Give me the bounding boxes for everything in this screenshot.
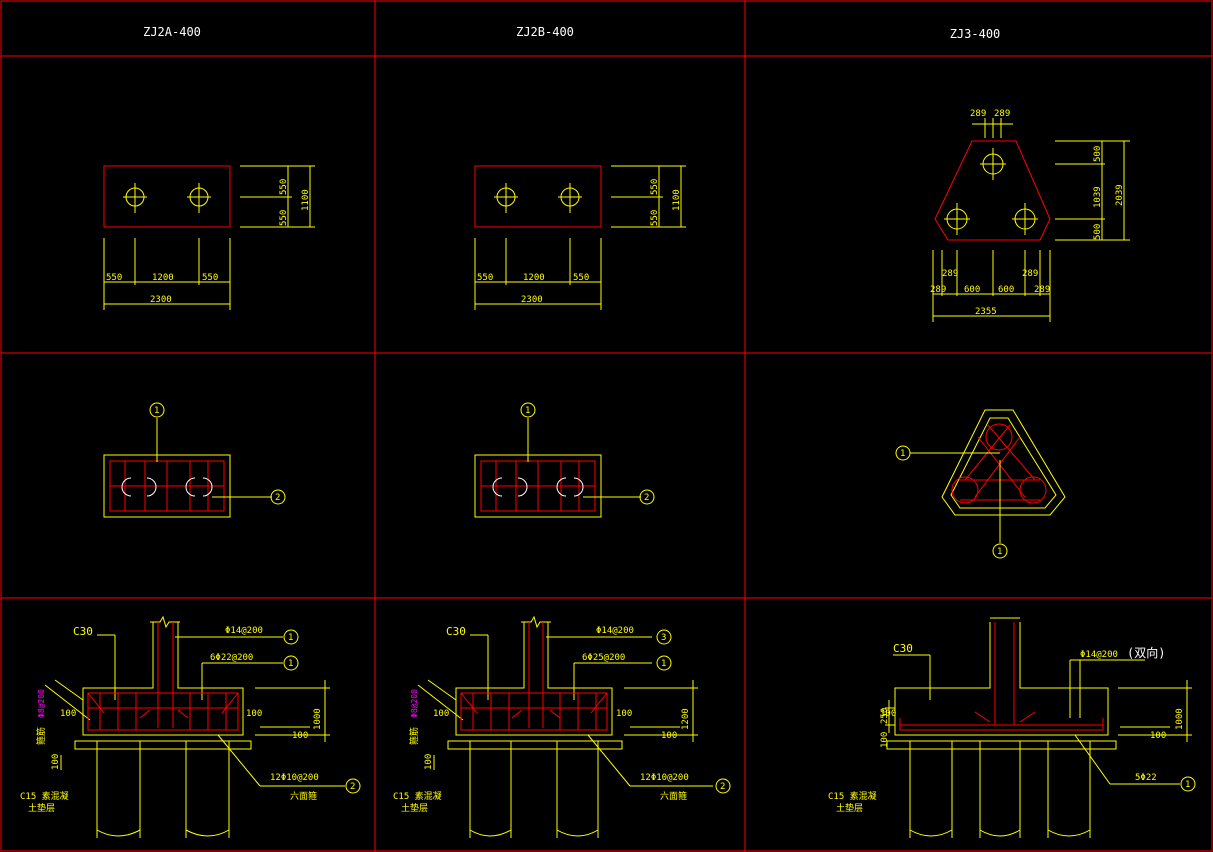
svg-text:土垫层: 土垫层 — [836, 802, 863, 814]
svg-text:(双向): (双向) — [1127, 645, 1165, 660]
rebar-plan-zj2b: 1 2 — [474, 402, 655, 518]
svg-text:C30: C30 — [893, 642, 913, 655]
column-title-zj2a: ZJ2A-400 — [143, 25, 201, 39]
svg-text:Φ8@200: Φ8@200 — [410, 689, 419, 718]
svg-text:2: 2 — [275, 493, 280, 503]
svg-text:289: 289 — [1022, 269, 1038, 279]
plan-zj3: 289 289 289 289 289 600 600 289 2355 500… — [930, 109, 1130, 322]
svg-text:2300: 2300 — [521, 295, 543, 305]
svg-text:1: 1 — [525, 406, 530, 416]
svg-text:2: 2 — [350, 782, 355, 792]
svg-text:1: 1 — [661, 659, 666, 669]
svg-text:289: 289 — [994, 109, 1010, 119]
svg-text:2: 2 — [720, 782, 725, 792]
svg-text:100: 100 — [880, 732, 890, 748]
svg-text:6Φ22@200: 6Φ22@200 — [210, 653, 253, 663]
svg-text:100: 100 — [60, 709, 76, 719]
section-zj2a: C30 Φ14@200 1 6Φ22@200 1 Φ8@200 100 100 … — [20, 615, 361, 838]
svg-text:500: 500 — [1093, 224, 1103, 240]
svg-text:1200: 1200 — [681, 708, 691, 730]
svg-text:1: 1 — [1185, 780, 1190, 790]
rebar-plan-zj3: 1 1 — [895, 409, 1066, 559]
svg-text:600: 600 — [998, 285, 1014, 295]
section-zj3: C30 Φ14@200 (双向) 5Φ22 1 1000 250 100 100… — [828, 617, 1196, 838]
svg-text:1: 1 — [900, 449, 905, 459]
svg-text:289: 289 — [930, 285, 946, 295]
column-title-zj2b: ZJ2B-400 — [516, 25, 574, 39]
svg-text:289: 289 — [970, 109, 986, 119]
svg-text:C15 素混凝: C15 素混凝 — [393, 790, 442, 802]
svg-text:100: 100 — [51, 754, 61, 770]
section-zj2b: C30 Φ14@200 3 6Φ25@200 1 Φ8@200 100 100 … — [393, 615, 731, 838]
svg-text:1200: 1200 — [152, 273, 174, 283]
svg-text:2: 2 — [644, 493, 649, 503]
svg-text:六面箍: 六面箍 — [660, 790, 687, 802]
svg-text:550: 550 — [650, 210, 660, 226]
svg-text:550: 550 — [106, 273, 122, 283]
svg-text:2300: 2300 — [150, 295, 172, 305]
svg-text:12Φ10@200: 12Φ10@200 — [270, 773, 319, 783]
svg-text:289: 289 — [942, 269, 958, 279]
svg-text:六面箍: 六面箍 — [290, 790, 317, 802]
svg-text:1: 1 — [288, 659, 293, 669]
svg-text:C15 素混凝: C15 素混凝 — [20, 790, 69, 802]
svg-text:500: 500 — [1093, 146, 1103, 162]
svg-text:1200: 1200 — [523, 273, 545, 283]
svg-text:100: 100 — [292, 731, 308, 741]
svg-text:550: 550 — [477, 273, 493, 283]
svg-text:289: 289 — [1034, 285, 1050, 295]
svg-text:1039: 1039 — [1093, 186, 1103, 208]
svg-text:1: 1 — [997, 547, 1002, 557]
svg-text:550: 550 — [279, 210, 289, 226]
svg-text:Φ14@200: Φ14@200 — [1080, 650, 1118, 660]
svg-text:100: 100 — [424, 754, 434, 770]
svg-text:100: 100 — [1150, 731, 1166, 741]
svg-text:550: 550 — [279, 179, 289, 195]
svg-text:1000: 1000 — [1175, 708, 1185, 730]
svg-text:250: 250 — [880, 708, 890, 724]
svg-text:100: 100 — [616, 709, 632, 719]
svg-text:C30: C30 — [446, 625, 466, 638]
svg-text:Φ14@200: Φ14@200 — [596, 626, 634, 636]
svg-text:1: 1 — [154, 406, 159, 416]
plan-zj2b: 550 1200 550 2300 550 550 1100 — [474, 165, 686, 310]
svg-text:550: 550 — [202, 273, 218, 283]
svg-text:5Φ22: 5Φ22 — [1135, 773, 1157, 783]
svg-text:100: 100 — [246, 709, 262, 719]
plan-zj2a: 550 1200 550 2300 550 550 1100 — [103, 165, 315, 310]
svg-text:1100: 1100 — [672, 189, 682, 211]
column-title-zj3: ZJ3-400 — [950, 27, 1001, 41]
svg-text:550: 550 — [573, 273, 589, 283]
svg-text:土垫层: 土垫层 — [401, 802, 428, 814]
svg-text:2039: 2039 — [1115, 184, 1125, 206]
svg-text:C15 素混凝: C15 素混凝 — [828, 790, 877, 802]
svg-text:1000: 1000 — [313, 708, 323, 730]
svg-text:C30: C30 — [73, 625, 93, 638]
svg-text:1: 1 — [288, 633, 293, 643]
svg-text:100: 100 — [661, 731, 677, 741]
svg-text:土垫层: 土垫层 — [28, 802, 55, 814]
svg-text:100: 100 — [433, 709, 449, 719]
svg-text:6Φ25@200: 6Φ25@200 — [582, 653, 625, 663]
svg-text:箍筋: 箍筋 — [35, 727, 47, 745]
svg-text:100: 100 — [880, 709, 896, 719]
svg-text:550: 550 — [650, 179, 660, 195]
svg-text:箍筋: 箍筋 — [408, 727, 420, 745]
rebar-plan-zj2a: 1 2 — [103, 402, 286, 518]
svg-text:3: 3 — [661, 633, 666, 643]
svg-text:600: 600 — [964, 285, 980, 295]
svg-text:12Φ10@200: 12Φ10@200 — [640, 773, 689, 783]
svg-text:2355: 2355 — [975, 307, 997, 317]
svg-text:1100: 1100 — [301, 189, 311, 211]
svg-text:Φ14@200: Φ14@200 — [225, 626, 263, 636]
svg-text:Φ8@200: Φ8@200 — [37, 689, 46, 718]
